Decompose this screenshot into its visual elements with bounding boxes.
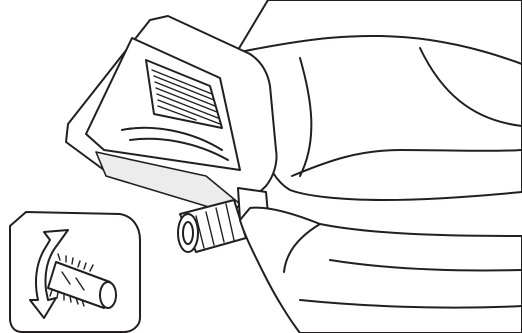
brush-cap xyxy=(178,200,246,252)
hand xyxy=(240,208,522,333)
device-body xyxy=(232,0,522,200)
rotate-brush-roll-icon xyxy=(10,212,140,332)
